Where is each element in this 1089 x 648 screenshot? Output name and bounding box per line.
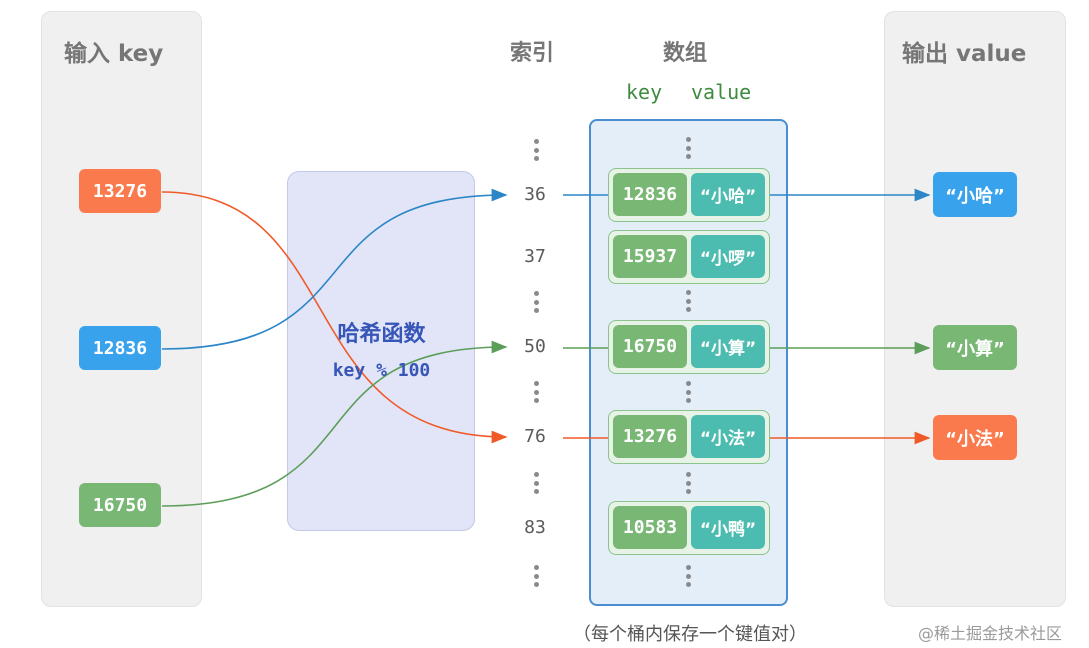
index-ellipsis-3 <box>526 381 546 403</box>
index-37: 37 <box>524 246 546 267</box>
input-panel-title: 输入 key <box>64 41 164 67</box>
watermark: @稀土掘金技术社区 <box>918 624 1063 643</box>
index-ellipsis-top <box>526 139 546 161</box>
output-value-xiaosuan: “小算” <box>933 325 1017 370</box>
input-key-13276: 13276 <box>79 169 161 213</box>
output-panel-title: 输出 value <box>902 41 1027 67</box>
index-83: 83 <box>524 517 546 538</box>
bucket-key: 12836 <box>613 173 687 216</box>
bucket-key: 16750 <box>613 325 687 368</box>
bucket-76: 13276 “小法” <box>608 410 770 464</box>
bucket-83: 10583 “小鸭” <box>608 501 770 555</box>
hash-function-box <box>287 171 475 531</box>
index-ellipsis-4 <box>526 472 546 494</box>
bucket-50: 16750 “小算” <box>608 320 770 374</box>
bucket-value: “小鸭” <box>691 506 765 549</box>
index-ellipsis-2 <box>526 291 546 313</box>
array-ellipsis-2 <box>678 290 698 312</box>
array-ellipsis-bottom <box>678 565 698 587</box>
output-value-xiaoha: “小哈” <box>933 172 1017 217</box>
output-panel <box>884 11 1066 607</box>
hash-function-expression: key % 100 <box>332 360 431 381</box>
input-key-12836: 12836 <box>79 326 161 370</box>
bucket-value: “小法” <box>691 415 765 458</box>
bucket-value: “小算” <box>691 325 765 368</box>
column-key-header: key <box>626 80 663 104</box>
array-ellipsis-4 <box>678 472 698 494</box>
index-36: 36 <box>524 184 546 205</box>
output-value-xiaofa: “小法” <box>933 415 1017 460</box>
bucket-key: 10583 <box>613 506 687 549</box>
index-50: 50 <box>524 336 546 357</box>
wire-12836-to-36 <box>161 188 508 350</box>
bucket-key: 13276 <box>613 415 687 458</box>
array-ellipsis-top <box>678 137 698 159</box>
caption: （每个桶内保存一个键值对） <box>573 624 807 645</box>
array-ellipsis-3 <box>678 381 698 403</box>
wire-13276-to-76 <box>161 191 508 444</box>
index-header: 索引 <box>510 41 555 66</box>
array-header: 数组 <box>663 41 708 66</box>
bucket-37: 15937 “小啰” <box>608 230 770 284</box>
hash-function-title: 哈希函数 <box>337 322 426 347</box>
index-ellipsis-bottom <box>526 565 546 587</box>
input-key-16750: 16750 <box>79 483 161 527</box>
bucket-value: “小哈” <box>691 173 765 216</box>
index-76: 76 <box>524 426 546 447</box>
wire-16750-to-50 <box>161 340 508 507</box>
column-value-header: value <box>691 80 752 104</box>
bucket-value: “小啰” <box>691 235 765 278</box>
bucket-key: 15937 <box>613 235 687 278</box>
bucket-36: 12836 “小哈” <box>608 168 770 222</box>
